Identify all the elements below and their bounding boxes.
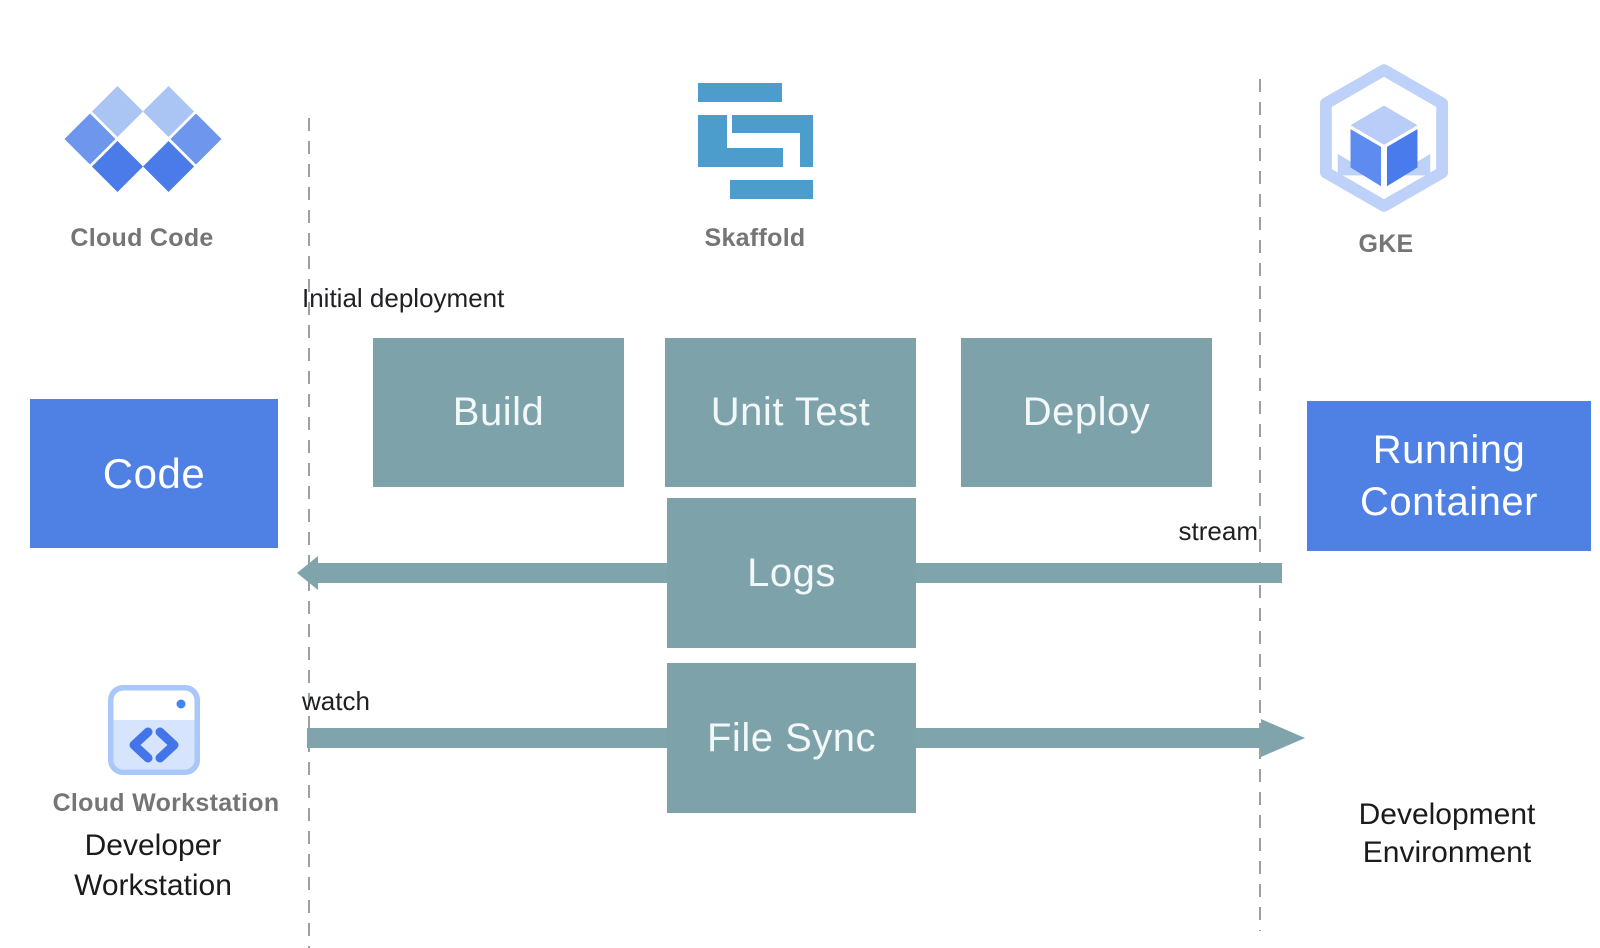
cloud-workstation-icon (108, 685, 200, 775)
skaffold-label: Skaffold (635, 224, 875, 253)
logs-node: Logs (667, 498, 916, 648)
file-sync-node: File Sync (667, 663, 916, 813)
gke-icon (1320, 64, 1448, 212)
stream-label: stream (1058, 516, 1258, 547)
deploy-node: Deploy (961, 338, 1212, 487)
watch-label: watch (302, 686, 370, 717)
code-node: Code (30, 399, 278, 548)
watch-arrowhead-icon (1261, 719, 1305, 757)
cloud-workstation-label: Cloud Workstation (26, 789, 306, 818)
initial-deployment-label: Initial deployment (302, 283, 504, 314)
running-container-node: Running Container (1307, 401, 1591, 551)
gke-label: GKE (1266, 230, 1506, 259)
dashed-separator-right (1259, 79, 1261, 931)
developer-workstation-label: Developer Workstation (13, 826, 293, 906)
cloud-code-label: Cloud Code (22, 224, 262, 253)
skaffold-icon (698, 83, 813, 199)
unit-test-node: Unit Test (665, 338, 916, 487)
stream-arrowhead-icon (297, 556, 318, 590)
dashed-separator-left (308, 118, 310, 948)
cloud-code-icon (64, 85, 222, 193)
development-environment-label: Development Environment (1307, 796, 1587, 872)
build-node: Build (373, 338, 624, 487)
